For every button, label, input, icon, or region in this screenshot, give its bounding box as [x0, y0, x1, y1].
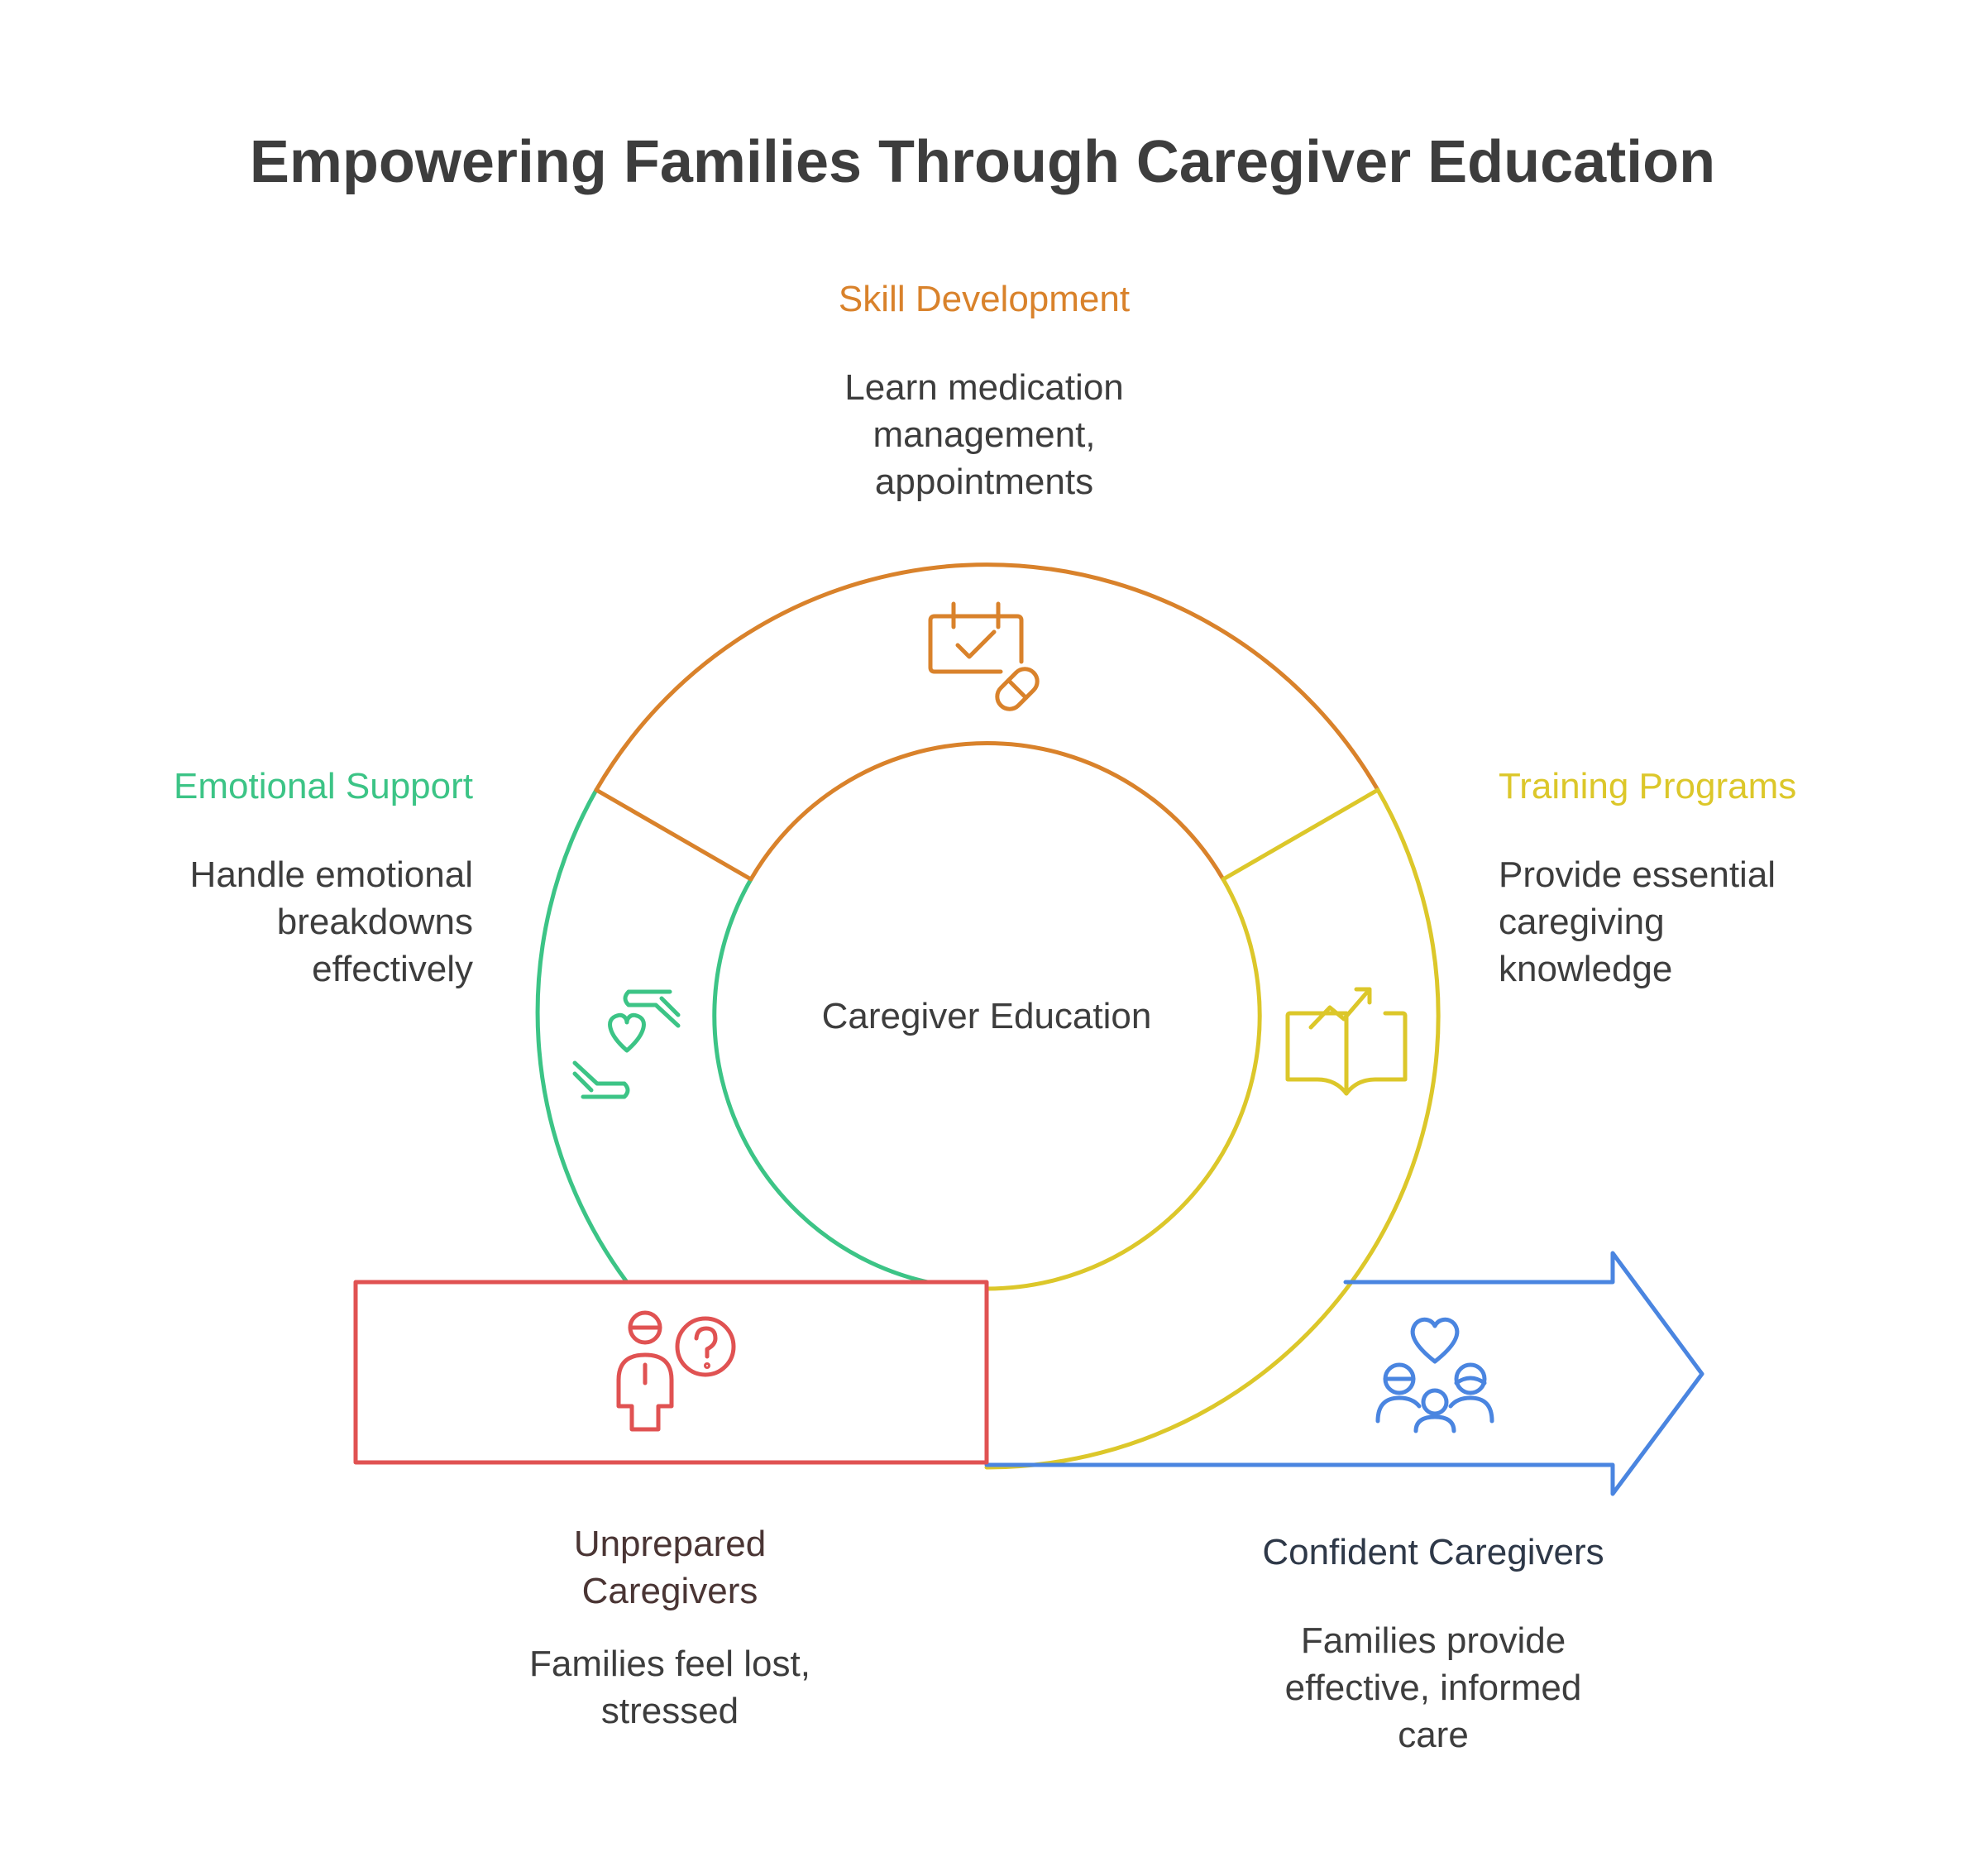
emotional-support-description: Handle emotional breakdowns effectively: [189, 854, 473, 990]
outer-arc-skill: [594, 562, 1380, 792]
hands-heart-icon: [572, 989, 681, 1099]
inner-arc-skill: [748, 740, 1226, 882]
start-box: [353, 1280, 989, 1465]
outer-arc-training: [984, 787, 1441, 1470]
center-label: Caregiver Education: [821, 996, 1152, 1036]
inner-arc-training: [984, 877, 1262, 1291]
outer-arc-emotional: [535, 787, 629, 1285]
divider-left: [594, 787, 753, 882]
page-title: Empowering Families Through Caregiver Ed…: [249, 129, 1716, 195]
divider-right: [1221, 787, 1380, 882]
skill-development-title: Skill Development: [838, 279, 1131, 319]
training-programs-title: Training Programs: [1499, 766, 1797, 806]
emotional-support-title: Emotional Support: [174, 766, 473, 806]
end-arrow: [984, 1251, 1704, 1496]
training-programs-description: Provide essential caregiving knowledge: [1499, 854, 1776, 990]
book-growth-icon: [1285, 987, 1408, 1096]
inner-arc-emotional: [712, 877, 989, 1291]
unprepared-caregivers-title: Unprepared Caregivers: [573, 1524, 767, 1612]
unprepared-caregivers-description: Families feel lost, stressed: [529, 1644, 810, 1732]
skill-development-description: Learn medication management, appointment…: [844, 367, 1124, 503]
family-heart-icon: [1375, 1317, 1494, 1433]
calendar-pill-icon: [928, 601, 1040, 711]
confident-caregivers-title: Confident Caregivers: [1262, 1532, 1604, 1572]
confused-person-icon: [616, 1310, 736, 1432]
confident-caregivers-description: Families provide effective, informed car…: [1284, 1620, 1582, 1756]
